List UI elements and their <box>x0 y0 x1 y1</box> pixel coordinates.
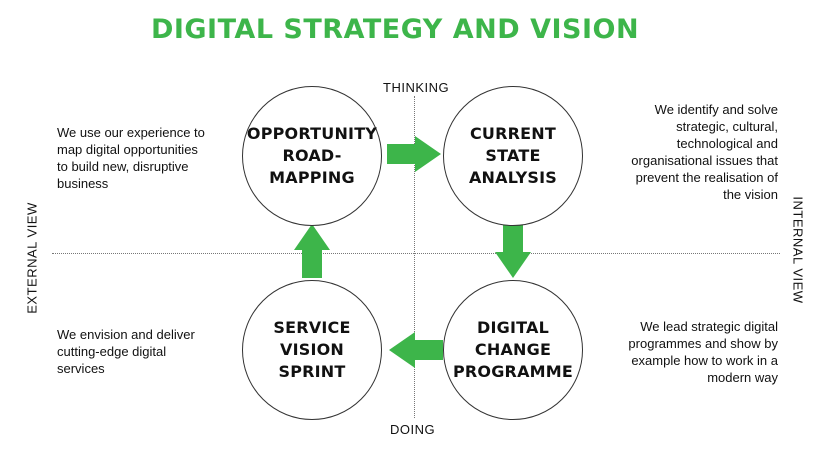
arrow-up-icon <box>294 224 330 278</box>
axis-label-external-view: EXTERNAL VIEW <box>24 202 40 314</box>
vertical-axis-line <box>414 96 415 418</box>
node-current-state-analysis: CURRENT STATE ANALYSIS <box>443 86 583 226</box>
description-service-vision-sprint: We envision and deliver cutting-edge dig… <box>57 327 195 376</box>
node-label: CURRENT STATE ANALYSIS <box>468 124 558 187</box>
arrow-left-icon <box>389 332 443 368</box>
node-label: OPPORTUNITY ROAD- MAPPING <box>246 124 378 187</box>
arrow-right-icon <box>387 136 441 172</box>
node-opportunity-roadmapping: OPPORTUNITY ROAD- MAPPING <box>242 86 382 226</box>
node-label: SERVICE VISION SPRINT <box>273 318 351 381</box>
node-service-vision-sprint: SERVICE VISION SPRINT <box>242 280 382 420</box>
axis-label-thinking: THINKING <box>380 80 453 95</box>
description-digital-change-programme: We lead strategic digital programmes and… <box>628 319 778 385</box>
axis-label-internal-view: INTERNAL VIEW <box>790 196 806 304</box>
arrow-down-icon <box>495 224 531 278</box>
description-current-state-analysis: We identify and solve strategic, cultura… <box>631 102 778 202</box>
horizontal-axis-line <box>52 253 780 254</box>
node-digital-change-programme: DIGITAL CHANGE PROGRAMME <box>443 280 583 420</box>
diagram-title: DIGITAL STRATEGY AND VISION <box>150 14 640 45</box>
node-label: DIGITAL CHANGE PROGRAMME <box>452 318 574 381</box>
description-opportunity-roadmapping: We use our experience to map digital opp… <box>57 125 205 191</box>
axis-label-doing: DOING <box>387 422 439 437</box>
